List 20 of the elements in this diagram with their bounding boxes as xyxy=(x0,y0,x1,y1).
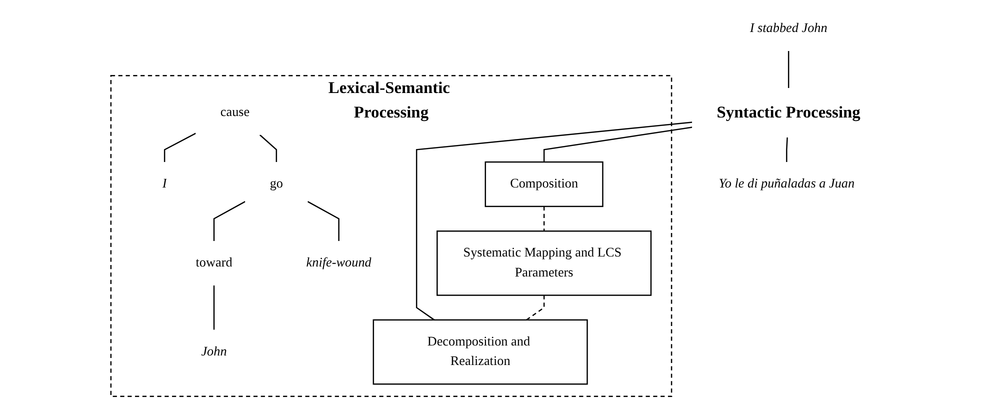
node-text: go xyxy=(270,176,283,191)
connector xyxy=(416,122,692,320)
node-text: I stabbed John xyxy=(750,21,828,36)
node-box: Decomposition and Realization xyxy=(372,319,588,385)
node-text: John xyxy=(201,344,227,359)
node-text: Syntactic Processing xyxy=(716,104,860,122)
connector xyxy=(164,132,196,162)
node-box: Composition xyxy=(484,161,604,208)
node-text: Yo le di puñaladas a Juan xyxy=(718,176,855,191)
connector xyxy=(543,126,692,162)
connector xyxy=(526,295,545,320)
connector xyxy=(786,137,788,162)
connector xyxy=(788,51,790,88)
connector xyxy=(543,206,545,232)
connector xyxy=(213,285,215,330)
node-box: Systematic Mapping and LCS Parameters xyxy=(436,230,652,296)
node-text: cause xyxy=(220,105,250,120)
node-text: toward xyxy=(196,256,232,270)
node-text: knife-wound xyxy=(306,256,372,270)
connector xyxy=(259,134,278,162)
